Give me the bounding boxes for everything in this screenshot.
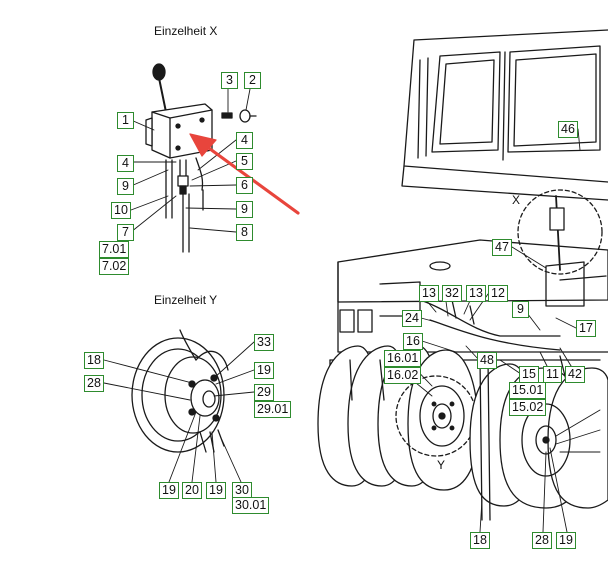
callout-19[interactable]: 19 [254,362,274,379]
callout-29[interactable]: 29 [254,384,274,401]
callout-29-01[interactable]: 29.01 [254,401,292,418]
callout-13[interactable]: 13 [466,285,486,302]
callout-16[interactable]: 16 [403,333,423,350]
roller-machine-drawing [317,29,608,521]
callout-28[interactable]: 28 [532,532,552,549]
callout-24[interactable]: 24 [402,310,422,327]
callout-4[interactable]: 4 [117,155,134,172]
callout-9[interactable]: 9 [117,178,134,195]
callout-15-02[interactable]: 15.02 [509,399,547,416]
callout-2[interactable]: 2 [244,72,261,89]
callout-32[interactable]: 32 [442,285,462,302]
callout-28[interactable]: 28 [84,375,104,392]
callout-15-01[interactable]: 15.01 [509,382,547,399]
callout-20[interactable]: 20 [182,482,202,499]
callout-18[interactable]: 18 [84,352,104,369]
callout-1[interactable]: 1 [117,112,134,129]
callout-10[interactable]: 10 [111,202,131,219]
callout-3[interactable]: 3 [221,72,238,89]
callout-9[interactable]: 9 [512,301,529,318]
callout-19[interactable]: 19 [556,532,576,549]
callout-19[interactable]: 19 [206,482,226,499]
detail-x-marker: X [512,193,521,207]
callout-46[interactable]: 46 [558,121,578,138]
callout-16-01[interactable]: 16.01 [384,350,422,367]
callout-30[interactable]: 30 [232,482,252,499]
callout-8[interactable]: 8 [236,224,253,241]
callout-12[interactable]: 12 [488,285,508,302]
callout-42[interactable]: 42 [565,366,585,383]
leader-lines [103,88,601,533]
callout-5[interactable]: 5 [236,153,253,170]
callout-48[interactable]: 48 [477,352,497,369]
callout-7-02[interactable]: 7.02 [99,258,130,275]
callout-33[interactable]: 33 [254,334,274,351]
callout-11[interactable]: 11 [543,366,562,383]
callout-4[interactable]: 4 [236,132,253,149]
callout-47[interactable]: 47 [492,239,512,256]
callout-17[interactable]: 17 [576,320,596,337]
callout-13[interactable]: 13 [419,285,439,302]
callout-7[interactable]: 7 [117,224,134,241]
callout-18[interactable]: 18 [470,532,490,549]
callout-16-02[interactable]: 16.02 [384,367,422,384]
detail-x-title: Einzelheit X [154,24,218,38]
callout-19[interactable]: 19 [159,482,179,499]
detail-y-brake-drawing [131,329,229,453]
callout-7-01[interactable]: 7.01 [99,241,130,258]
callout-15[interactable]: 15 [519,366,539,383]
callout-6[interactable]: 6 [236,177,253,194]
detail-y-marker: Y [437,458,446,472]
detail-y-title: Einzelheit Y [154,293,218,307]
callout-30-01[interactable]: 30.01 [232,497,270,514]
callout-9[interactable]: 9 [236,201,253,218]
